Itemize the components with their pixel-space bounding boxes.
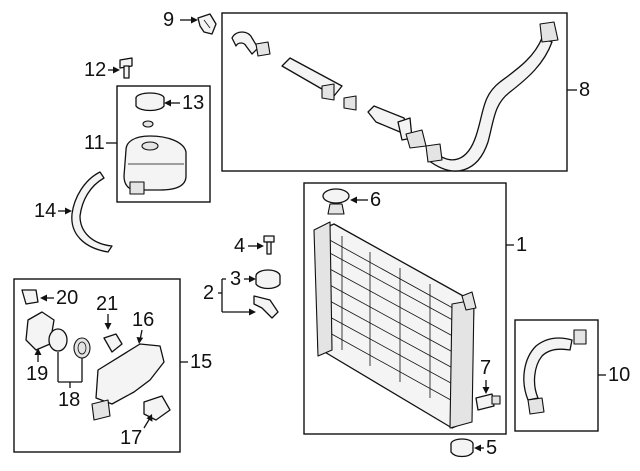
callout-10: 10: [608, 364, 631, 386]
callout-7: 7: [480, 357, 492, 379]
callout-19: 19: [26, 363, 49, 385]
thermostat-group-box: [13, 278, 181, 453]
part-9-vent-fitting: [197, 13, 217, 35]
callout-3: 3: [230, 268, 242, 290]
callout-6: 6: [370, 189, 382, 211]
part-10-lower-hose: [523, 329, 587, 415]
callout-14: 14: [34, 200, 57, 222]
callout-18: 18: [58, 389, 81, 411]
part-2-bracket: [253, 295, 279, 319]
part-20-bracket: [21, 289, 39, 305]
callout-13: 13: [182, 92, 205, 114]
part-1-radiator: [313, 221, 477, 429]
part-14-overflow-hose: [71, 171, 113, 253]
callout-17: 17: [120, 427, 143, 449]
part-5-lower-mount: [450, 438, 474, 458]
part-7-drain-plug: [475, 393, 501, 411]
callout-4: 4: [234, 235, 246, 257]
part-18-thermostat-gasket: [48, 328, 91, 359]
callout-9: 9: [163, 9, 175, 31]
part-8-upper-hose-assembly: [231, 21, 559, 172]
part-6-radiator-cap: [322, 188, 350, 215]
part-12-bolt: [119, 57, 133, 79]
part-3-mount-bushing: [255, 269, 281, 290]
part-17-gasket: [143, 395, 171, 421]
part-21-sensor: [103, 333, 123, 353]
callout-16: 16: [132, 309, 155, 331]
part-4-bolt: [263, 235, 275, 255]
callout-21: 21: [96, 293, 119, 315]
callout-8: 8: [579, 79, 591, 101]
callout-5: 5: [486, 437, 498, 459]
callout-11: 11: [84, 132, 105, 154]
part-13-reservoir-cap: [135, 92, 165, 128]
callout-20: 20: [56, 287, 79, 309]
part-16-thermostat-housing: [95, 343, 165, 405]
callout-15: 15: [190, 351, 213, 373]
hose-group-box: [221, 12, 568, 172]
leader-lines: [34, 16, 606, 452]
callout-2: 2: [203, 282, 215, 304]
callout-1: 1: [516, 234, 528, 256]
callout-12: 12: [84, 59, 107, 81]
housing-outlet: [91, 399, 111, 421]
reservoir-group-box: [116, 85, 211, 203]
radiator-group-box: [303, 182, 507, 435]
part-11-reservoir-tank: [123, 135, 187, 195]
